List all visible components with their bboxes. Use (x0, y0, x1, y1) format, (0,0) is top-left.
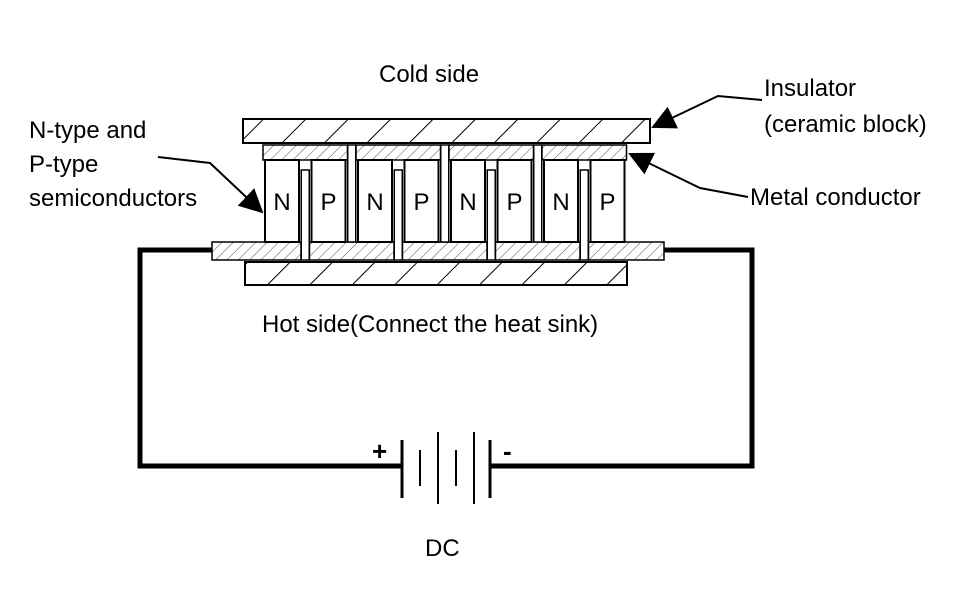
cold-side-label: Cold side (379, 61, 479, 88)
top-metal-strip (355, 144, 442, 161)
top-insulator (242, 118, 651, 144)
bottom-metal-strip (211, 241, 302, 261)
element-separator (393, 169, 403, 261)
metal-conductor-pointer (628, 152, 749, 198)
insulator-pointer (651, 94, 763, 129)
hot-side-label: Hot side(Connect the heat sink) (262, 311, 598, 338)
element-type-label: N (366, 189, 383, 216)
element-type-label: P (599, 189, 615, 216)
bottom-metal-strip (587, 241, 665, 261)
element-type-label: P (320, 189, 336, 216)
semiconductor-pointer (157, 156, 264, 214)
element-type-label: N (459, 189, 476, 216)
bottom-metal-strip (494, 241, 581, 261)
semiconductors-label-line2: P-type (29, 151, 98, 178)
p-type-element (310, 159, 347, 243)
insulator-label-line1: Insulator (764, 75, 856, 102)
bottom-insulator (244, 261, 628, 286)
n-type-element (450, 159, 486, 243)
semiconductors-label-line3: semiconductors (29, 185, 197, 212)
element-type-label: N (552, 189, 569, 216)
insulator-label-line2: (ceramic block) (764, 111, 927, 138)
p-type-element (589, 159, 626, 243)
element-separator (300, 169, 310, 261)
element-separator (347, 144, 357, 243)
negative-terminal-label: - (503, 436, 512, 466)
element-type-label: N (273, 189, 290, 216)
p-type-element (403, 159, 440, 243)
top-metal-strip (448, 144, 535, 161)
circuit-wire (137, 247, 755, 469)
p-type-element (496, 159, 533, 243)
element-separator (579, 169, 589, 261)
element-separator (486, 169, 496, 261)
n-type-element (264, 159, 300, 243)
metal-conductor-label: Metal conductor (750, 184, 921, 211)
battery-icon (400, 432, 492, 504)
element-separator (440, 144, 450, 243)
dc-label: DC (425, 535, 460, 562)
n-type-element (543, 159, 579, 243)
element-type-label: P (413, 189, 429, 216)
top-metal-strip (262, 144, 349, 161)
top-metal-strip (541, 144, 628, 161)
element-separator (533, 144, 543, 243)
bottom-metal-strip (308, 241, 395, 261)
semiconductors-label-line1: N-type and (29, 117, 146, 144)
bottom-metal-strip (401, 241, 488, 261)
positive-terminal-label: + (372, 436, 387, 466)
bottom-metal-conductors (211, 241, 665, 261)
n-type-element (357, 159, 393, 243)
element-type-label: P (506, 189, 522, 216)
